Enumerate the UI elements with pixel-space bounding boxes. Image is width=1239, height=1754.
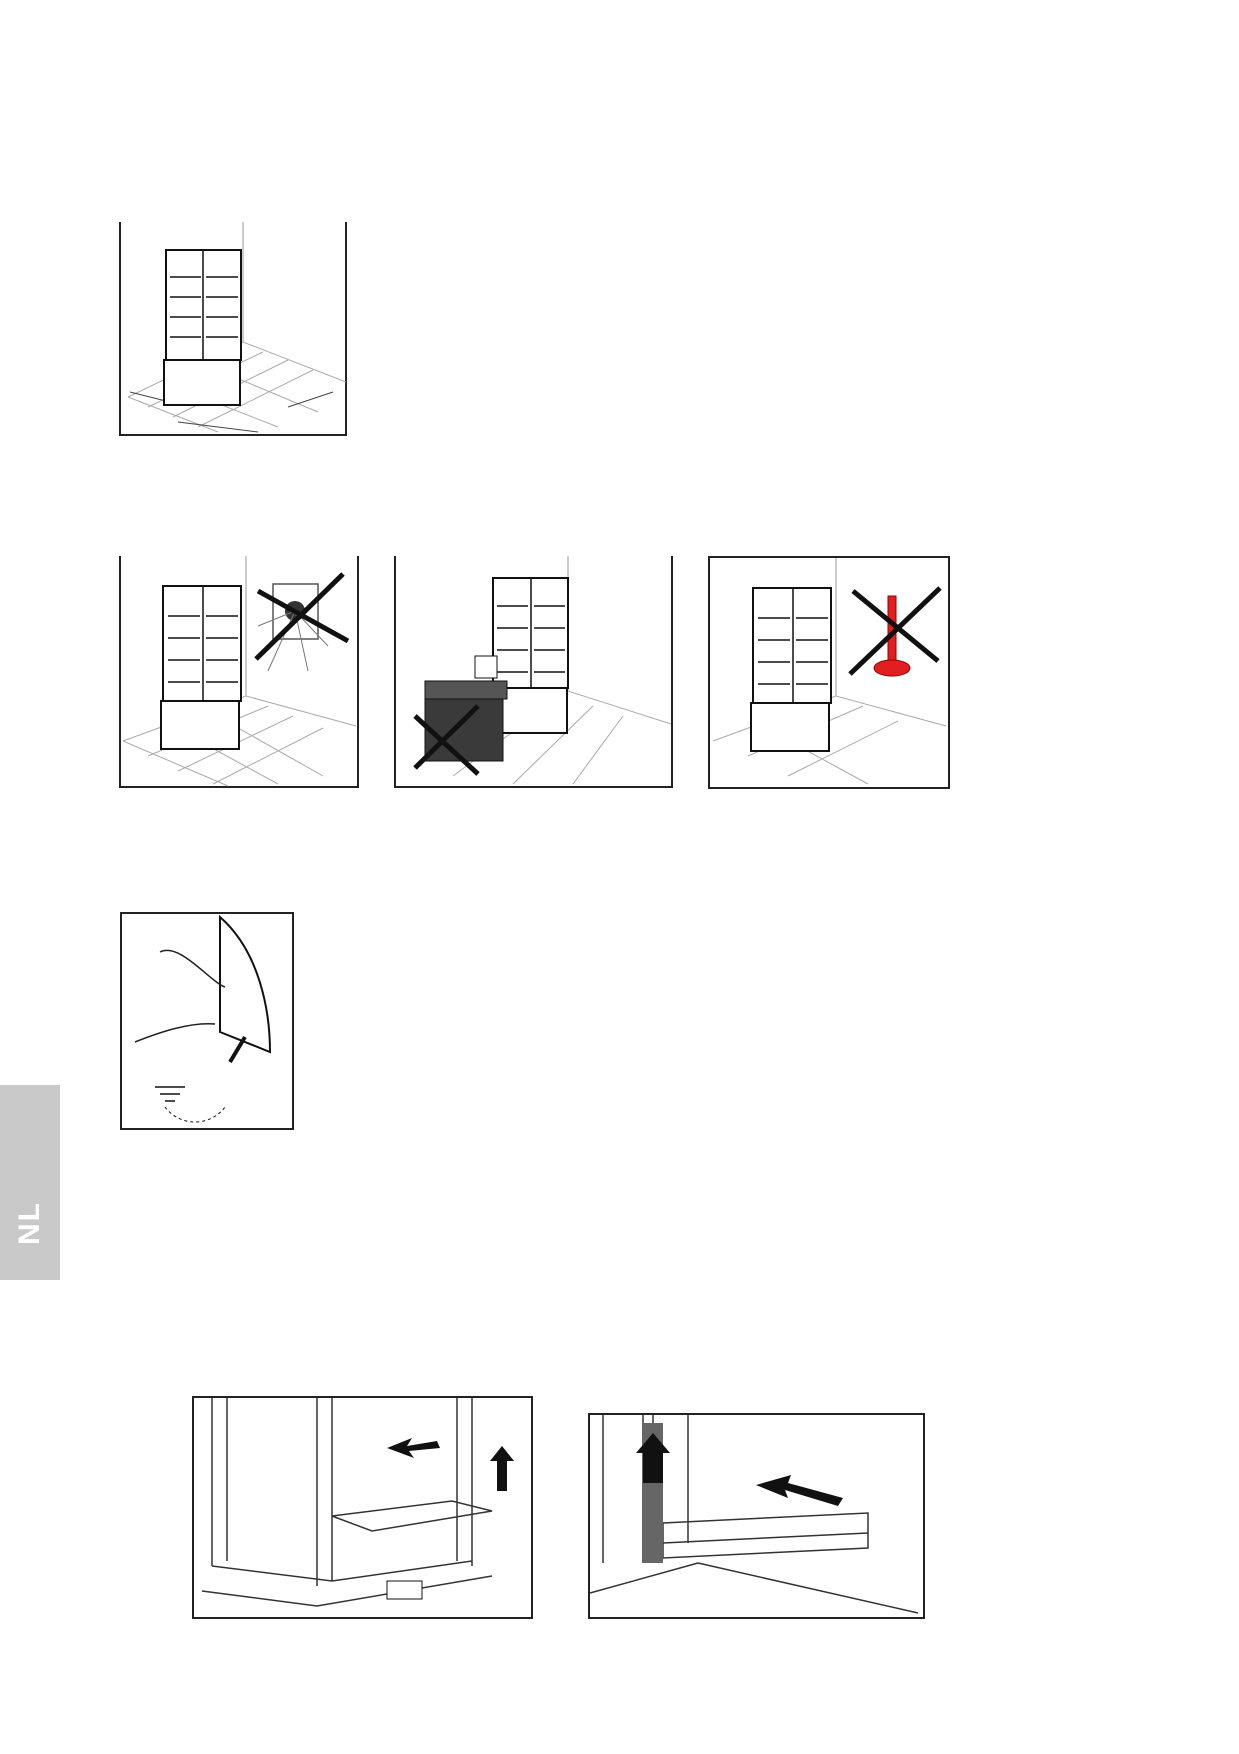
language-tab-label: NL [13, 1201, 46, 1245]
arrow-icon [387, 1438, 514, 1491]
display-cabinet-floor-grid-icon [119, 222, 347, 436]
arrow-icon [636, 1433, 843, 1506]
figure-slide-out-drip-tray [588, 1413, 925, 1619]
figure-remove-bottom-panel [192, 1396, 533, 1619]
figure-no-high-temperature [708, 556, 950, 789]
ground-symbol-icon [155, 1086, 185, 1102]
figure-earthing-connection [120, 912, 294, 1130]
figure-placement-clearance [118, 222, 348, 437]
sun-forbidden-icon [254, 572, 350, 672]
figure-no-heat-source [393, 556, 674, 789]
stove-forbidden-icon [413, 655, 508, 776]
figure-no-direct-sunlight [118, 556, 360, 789]
language-tab: NL [0, 1085, 60, 1280]
thermometer-forbidden-icon [848, 586, 942, 677]
